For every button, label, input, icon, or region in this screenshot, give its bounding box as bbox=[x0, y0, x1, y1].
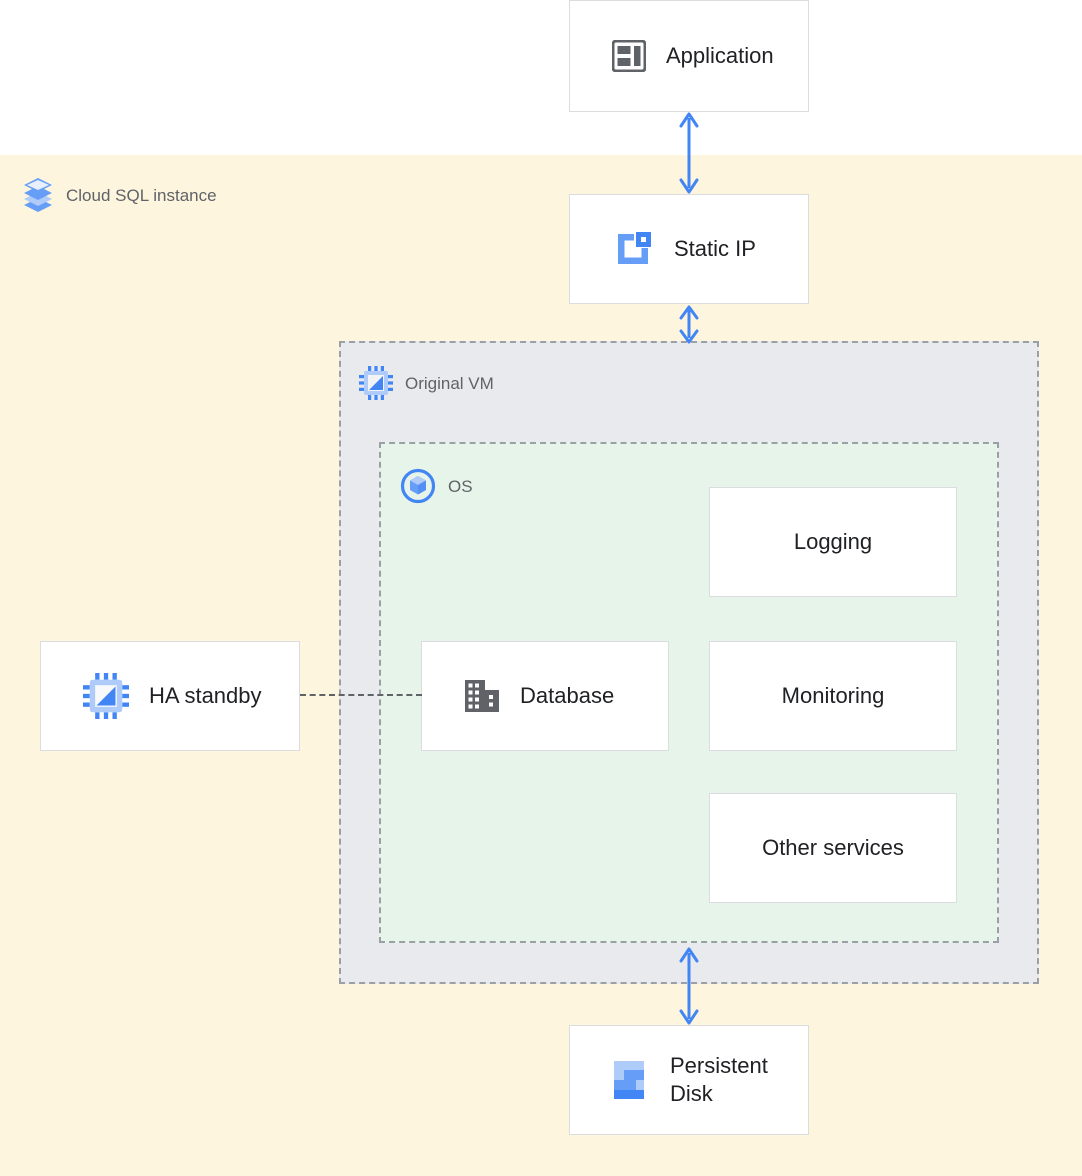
region-label-cloud-sql-instance: Cloud SQL instance bbox=[22, 178, 217, 212]
region-label-os: OS bbox=[400, 468, 473, 504]
node-label: Monitoring bbox=[781, 682, 885, 708]
vm-chip-icon bbox=[359, 366, 393, 400]
node-label: Persistent Disk bbox=[670, 1052, 768, 1106]
node-label: Database bbox=[520, 682, 615, 708]
node-label: HA standby bbox=[149, 682, 262, 708]
node-label: Application bbox=[666, 42, 774, 68]
connector-ha-standby-to-database bbox=[300, 694, 422, 696]
node-logging[interactable]: Logging bbox=[709, 487, 957, 597]
node-other-services[interactable]: Other services bbox=[709, 793, 957, 903]
persistent-disk-icon bbox=[612, 1059, 650, 1101]
node-application[interactable]: Application bbox=[569, 0, 809, 112]
region-label-original-vm: Original VM bbox=[359, 366, 494, 400]
node-label: Other services bbox=[762, 834, 904, 860]
connector-application-to-static-ip bbox=[679, 112, 699, 194]
region-label-text: Cloud SQL instance bbox=[66, 185, 217, 205]
os-disc-icon bbox=[400, 468, 436, 504]
database-building-icon bbox=[464, 679, 500, 713]
cloud-sql-icon bbox=[22, 178, 54, 212]
application-layout-icon bbox=[611, 39, 647, 73]
node-static-ip[interactable]: Static IP bbox=[569, 194, 809, 304]
node-persistent-disk[interactable]: Persistent Disk bbox=[569, 1025, 809, 1135]
node-database[interactable]: Database bbox=[421, 641, 669, 751]
node-label: Static IP bbox=[674, 235, 756, 261]
region-label-text: OS bbox=[448, 476, 473, 496]
connector-static-ip-to-original-vm bbox=[679, 305, 699, 344]
node-ha-standby[interactable]: HA standby bbox=[40, 641, 300, 751]
connector-original-vm-to-persistent-disk bbox=[679, 947, 699, 1025]
node-monitoring[interactable]: Monitoring bbox=[709, 641, 957, 751]
region-label-text: Original VM bbox=[405, 373, 494, 393]
vm-chip-icon bbox=[83, 673, 129, 719]
static-ip-icon bbox=[612, 228, 654, 270]
node-label: Logging bbox=[793, 528, 873, 554]
